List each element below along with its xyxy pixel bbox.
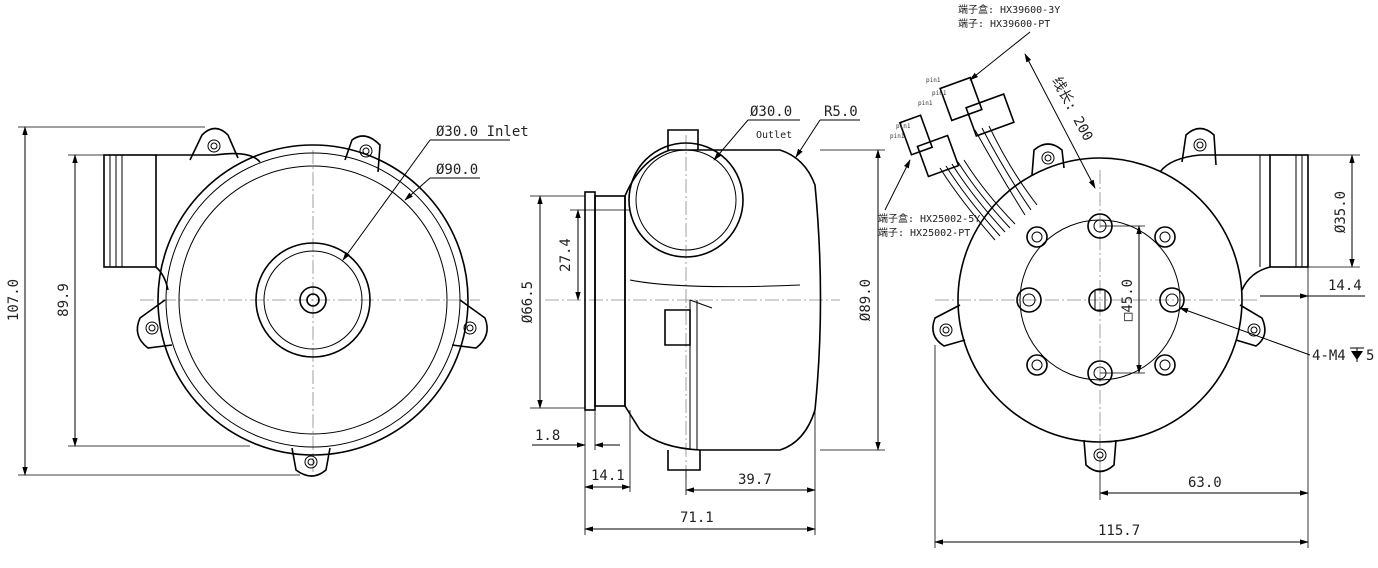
pin-label-c: pin1 [918, 100, 933, 107]
mount-hole-tl [1026, 226, 1048, 248]
outlet-inner [635, 149, 737, 251]
leader-connector2 [884, 159, 911, 211]
shaft [306, 293, 320, 307]
height-total-label: 107.0 [6, 279, 22, 321]
side-clip [664, 309, 691, 346]
side-view: Ø30.0 Outlet R5.0 Ø66.5 27.4 Ø89.0 1.8 1… [520, 104, 885, 535]
leader-inlet [342, 139, 431, 261]
leader-holes [1179, 307, 1311, 356]
width-total-label: 115.7 [1098, 523, 1140, 539]
rear-ear-top-left [1031, 143, 1065, 176]
body-dia-label: Ø90.0 [436, 162, 478, 178]
side-flange-ring [594, 195, 626, 407]
mount-ear-left [136, 299, 173, 349]
front-view: Ø30.0 Inlet Ø90.0 107.0 89.9 [6, 124, 529, 480]
side-tab-top [667, 129, 699, 150]
pin-label-a: pin1 [926, 77, 941, 84]
connector-3pin [939, 76, 1015, 137]
rear-view: pin1 pin1 pin1 pin1 pin1 端子盒: HX39600-3Y… [878, 3, 1374, 548]
hole-depth-label: 5 [1366, 348, 1374, 364]
height-body-label: 89.9 [56, 283, 72, 317]
mount-hole-left [1016, 287, 1042, 313]
radius-label: R5.0 [824, 104, 858, 120]
mount-ear-right [451, 299, 488, 349]
connector1-housing: 端子盒: HX39600-3Y [958, 3, 1060, 16]
mount-hole-right [1159, 287, 1185, 313]
inlet-bore-inner [263, 250, 363, 350]
connector1-terminal: 端子: HX39600-PT [958, 17, 1050, 30]
offset-27-label: 27.4 [558, 238, 574, 272]
pin-label-d: pin1 [896, 123, 911, 130]
shaft-hub [299, 286, 327, 314]
mount-ear-top-right [344, 135, 381, 173]
rear-ear-left [932, 304, 966, 347]
inlet-dia-label: Ø30.0 Inlet [436, 124, 529, 140]
connector-5pin [898, 114, 960, 178]
tube-dia-label: Ø35.0 [1333, 191, 1349, 233]
leader-outlet [713, 119, 749, 161]
depth-39-label: 39.7 [738, 472, 772, 488]
offset-14-label: 14.4 [1328, 278, 1362, 294]
thickness-label: 1.8 [535, 428, 560, 444]
outlet-outer [628, 142, 744, 258]
outlet-label: Outlet [756, 130, 792, 141]
depth-total-label: 71.1 [680, 510, 714, 526]
leader-body-dia [404, 177, 431, 201]
rear-housing [957, 157, 1243, 443]
mount-ear-top [189, 127, 239, 161]
rear-ear-top [1181, 127, 1217, 166]
side-flange [584, 191, 596, 411]
body-dia-side-label: Ø89.0 [858, 279, 874, 321]
mount-ear-bottom [291, 447, 331, 477]
side-body [624, 149, 822, 451]
inlet-bore [255, 242, 371, 358]
inlet-tube [103, 152, 261, 291]
rear-outlet-tube [1159, 154, 1309, 291]
leader-connector1 [969, 31, 1031, 81]
rear-ear-right [1235, 304, 1266, 347]
depth-14-label: 14.1 [591, 468, 625, 484]
depth-symbol-icon [1350, 347, 1364, 362]
mount-hole-tr [1154, 226, 1176, 248]
wire-length-label: 线长: 200 [1048, 74, 1095, 143]
flange-dia-label: Ø66.5 [520, 281, 536, 323]
housing-ring [178, 165, 448, 435]
mount-hole-br [1154, 354, 1176, 376]
connector2-housing: 端子盒: HX25002-5Y [878, 212, 980, 225]
pin-label-b: pin1 [932, 90, 947, 97]
side-tab-bottom [667, 450, 701, 471]
square-label: □45.0 [1120, 279, 1136, 321]
wire-bundle [939, 125, 1038, 241]
holes-label: 4-M4 [1312, 348, 1346, 364]
offset-63-label: 63.0 [1188, 475, 1222, 491]
dim-wire-length [1024, 53, 1096, 189]
connector2-terminal: 端子: HX25002-PT [878, 226, 970, 239]
outlet-dia-label: Ø30.0 [750, 104, 792, 120]
leader-radius [795, 119, 821, 158]
housing-outer [157, 144, 469, 456]
pin-label-e: pin1 [890, 133, 905, 140]
mount-hole-bl [1026, 354, 1048, 376]
rear-shaft [1088, 288, 1112, 312]
